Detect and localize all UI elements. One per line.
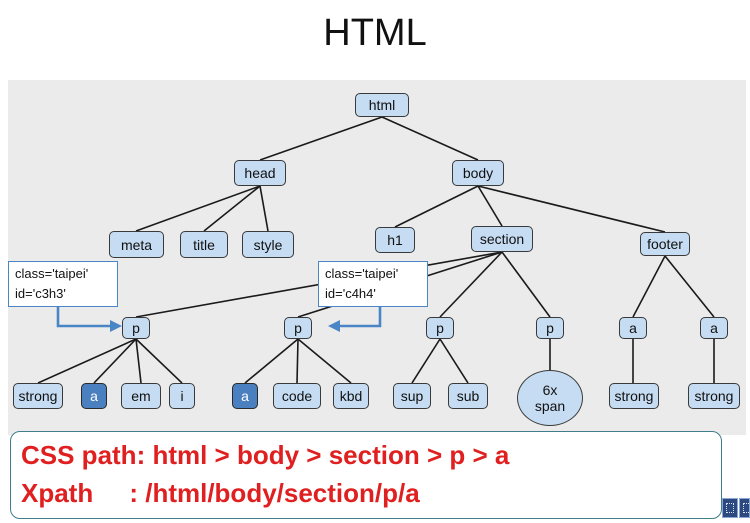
node-sup: sup [393,383,431,409]
node-title: title [180,231,228,258]
node-p-4: p [536,317,564,339]
edge-body-section [477,185,503,227]
callout-attributes-left: class='taipei' id='c3h3' [8,261,118,307]
edge-p1-em [135,338,142,384]
edge-footer-a1 [632,255,666,318]
edge-section-p4 [501,251,551,318]
slide-title: HTML [323,12,427,54]
node-head: head [234,160,286,186]
slide-nav-icon-2[interactable] [739,498,750,518]
callout-arrowhead-left [110,320,122,332]
node-span-count: 6x [542,382,558,398]
path-summary-box: CSS path: html > body > section > p > a … [10,431,722,519]
node-span-circle: 6x span [517,370,583,426]
edge-footer-a2 [664,255,715,318]
edge-p1-a [93,338,137,384]
xpath-text: Xpath : /html/body/section/p/a [21,478,420,508]
edge-body-footer [477,185,666,233]
tree-diagram-panel: html head body meta title style h1 secti… [8,80,746,435]
css-path-text: CSS path: html > body > section > p > a [21,440,510,470]
node-p-1: p [122,317,150,339]
node-h1: h1 [375,227,415,253]
edge-p3-sub [439,338,469,384]
edge-p1-i [135,338,183,384]
callout-arrowhead-right [328,320,340,332]
node-html: html [355,93,409,117]
edge-p2-kbd [297,338,352,384]
edge-p2-a [244,338,299,384]
node-a-footer-2: a [700,317,728,339]
callout-right-id: id='c4h4' [325,286,376,301]
callout-left-class: class='taipei' [15,266,89,281]
node-em: em [121,383,161,409]
node-i: i [169,383,195,409]
node-p-2: p [284,317,312,339]
node-strong-2: strong [609,383,659,409]
tree-connectors [37,116,715,384]
node-a-target-2: a [232,383,258,409]
edge-p3-sup [411,338,441,384]
node-body: body [452,160,504,186]
node-strong-1: strong [13,383,63,409]
node-strong-3: strong [688,383,740,409]
callout-attributes-right: class='taipei' id='c4h4' [318,261,428,307]
node-sub: sub [448,383,488,409]
node-footer: footer [640,232,690,256]
edge-p1-strong [37,338,137,384]
callout-left-id: id='c3h3' [15,286,66,301]
edge-head-meta [135,185,261,232]
edge-body-h1 [394,185,479,228]
node-a-footer-1: a [619,317,647,339]
edge-p2-code [296,338,299,384]
callout-right-class: class='taipei' [325,266,399,281]
node-kbd: kbd [333,383,369,409]
edge-head-style [259,185,269,232]
node-p-3: p [426,317,454,339]
node-code: code [273,383,321,409]
node-style: style [242,231,294,258]
edge-section-p3 [439,251,503,318]
edge-head-title [203,185,261,232]
callout-arrow-left [56,302,112,328]
node-meta: meta [109,231,164,258]
node-span-label: span [534,398,566,414]
callout-arrow-right [338,302,382,328]
node-section: section [471,226,533,252]
slide-nav-icon[interactable] [722,498,738,518]
edge-html-head [259,116,383,161]
edge-html-body [381,116,479,161]
node-a-target-1: a [81,383,107,409]
